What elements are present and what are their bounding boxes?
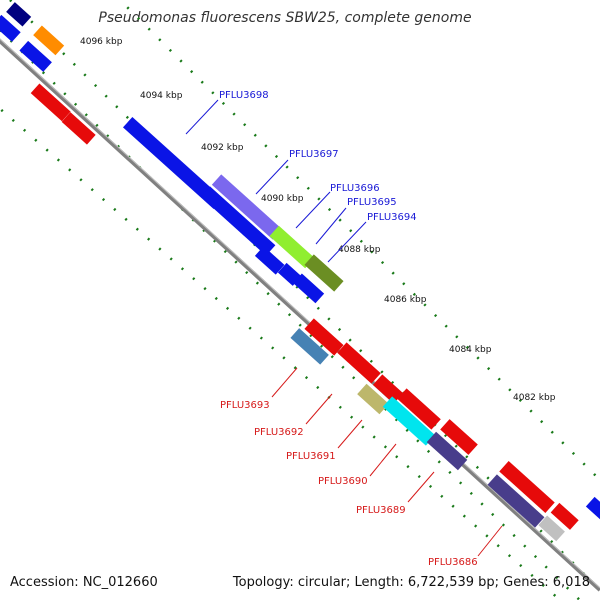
leader-pflu3696 xyxy=(295,191,331,229)
guide-line-outer xyxy=(118,0,600,481)
gene-red-3[interactable] xyxy=(397,388,441,430)
label-pflu3692[interactable]: PFLU3692 xyxy=(254,427,304,438)
gene-blue-small-1[interactable] xyxy=(254,246,285,275)
leader-pflu3689 xyxy=(407,471,435,503)
gene-blue-small-3[interactable] xyxy=(293,273,325,304)
tick-4084: 4084 kbp xyxy=(449,345,492,355)
gene-red-left-2[interactable] xyxy=(61,112,96,145)
gene-blue-small-2[interactable] xyxy=(277,262,302,286)
label-pflu3697[interactable]: PFLU3697 xyxy=(289,149,339,160)
gene-pflu3694[interactable] xyxy=(304,254,344,292)
leader-pflu3697 xyxy=(255,159,289,195)
gene-slate-1[interactable] xyxy=(487,474,545,528)
leader-pflu3691 xyxy=(337,419,363,449)
gene-red-6[interactable] xyxy=(550,502,579,530)
label-pflu3689[interactable]: PFLU3689 xyxy=(356,505,406,516)
backbone-line xyxy=(0,38,600,592)
labels-top: PFLU3698 PFLU3697 PFLU3696 PFLU3695 PFLU… xyxy=(185,90,417,263)
gene-orange[interactable] xyxy=(33,25,65,56)
footer: Accession: NC_012660 Topology: circular;… xyxy=(10,575,590,590)
label-pflu3686[interactable]: PFLU3686 xyxy=(428,557,478,568)
label-pflu3691[interactable]: PFLU3691 xyxy=(286,451,336,462)
gene-features xyxy=(0,2,600,542)
backbone xyxy=(0,38,600,592)
backbone-highlight xyxy=(0,38,600,589)
leader-pflu3694 xyxy=(327,221,367,263)
leader-pflu3686 xyxy=(477,525,503,557)
gene-red-5[interactable] xyxy=(499,461,555,513)
gene-pflu3686[interactable] xyxy=(538,515,565,542)
gene-red-2[interactable] xyxy=(372,374,404,404)
tick-4086: 4086 kbp xyxy=(384,295,427,305)
gene-blue-right[interactable] xyxy=(585,496,600,520)
tick-4082: 4082 kbp xyxy=(513,393,556,403)
tick-4088: 4088 kbp xyxy=(338,245,381,255)
kbp-ticks: 4096 kbp 4094 kbp 4092 kbp 4090 kbp 4088… xyxy=(80,37,556,403)
topology-text: Topology: circular; Length: 6,722,539 bp… xyxy=(232,575,590,590)
gene-pflu3693[interactable] xyxy=(290,328,329,365)
label-pflu3696[interactable]: PFLU3696 xyxy=(330,183,380,194)
leader-pflu3695 xyxy=(315,207,347,245)
gene-pflu3691[interactable] xyxy=(357,383,389,415)
gene-red-left-1[interactable] xyxy=(30,83,71,122)
tick-4094: 4094 kbp xyxy=(140,91,183,101)
tick-4092: 4092 kbp xyxy=(201,143,244,153)
tick-4090: 4090 kbp xyxy=(261,194,304,204)
gene-blue-top-left[interactable] xyxy=(0,14,21,42)
leader-pflu3692 xyxy=(305,393,333,425)
gene-blue-left[interactable] xyxy=(19,40,52,72)
labels-bottom: PFLU3693 PFLU3692 PFLU3691 PFLU3690 PFLU… xyxy=(220,367,503,568)
gene-blue-mid[interactable] xyxy=(200,186,276,256)
map-title: Pseudomonas fluorescens SBW25, complete … xyxy=(98,10,471,26)
accession-text: Accession: NC_012660 xyxy=(10,575,158,590)
leader-pflu3690 xyxy=(369,443,397,477)
label-pflu3693[interactable]: PFLU3693 xyxy=(220,400,270,411)
gene-pflu3692[interactable] xyxy=(337,342,381,384)
label-pflu3698[interactable]: PFLU3698 xyxy=(219,90,269,101)
guide-line-inner-bottom xyxy=(0,107,561,600)
gene-pflu3698[interactable] xyxy=(122,116,224,210)
gene-red-1[interactable] xyxy=(304,318,344,356)
leader-pflu3698 xyxy=(185,99,219,135)
gene-pflu3696[interactable] xyxy=(269,225,315,269)
gene-pflu3690[interactable] xyxy=(382,396,436,446)
gene-navy-top[interactable] xyxy=(6,2,32,27)
label-pflu3694[interactable]: PFLU3694 xyxy=(367,212,417,223)
label-pflu3690[interactable]: PFLU3690 xyxy=(318,476,368,487)
label-pflu3695[interactable]: PFLU3695 xyxy=(347,197,397,208)
gene-red-4[interactable] xyxy=(440,419,478,455)
tick-4096: 4096 kbp xyxy=(80,37,123,47)
leader-pflu3693 xyxy=(271,367,298,398)
gene-pflu3697[interactable] xyxy=(211,174,283,240)
guide-line-inner-top xyxy=(0,29,582,600)
gene-pflu3689[interactable] xyxy=(426,431,468,471)
